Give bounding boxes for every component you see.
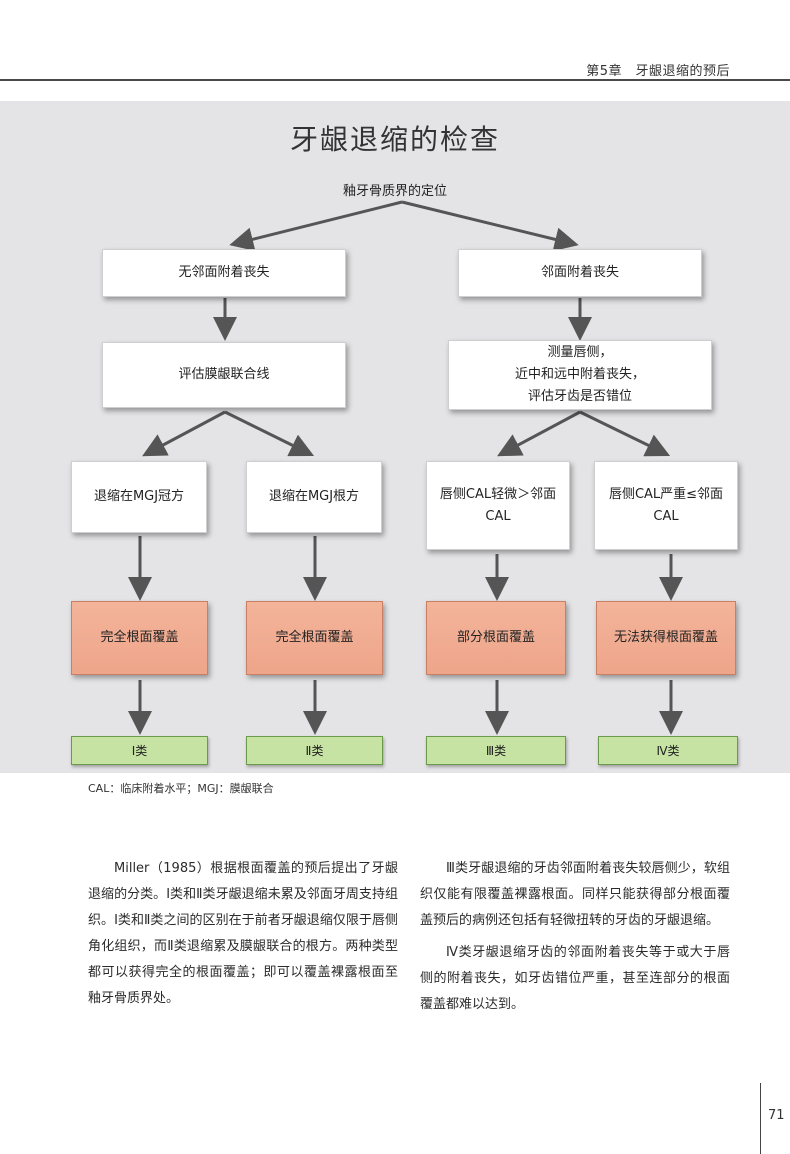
level3-line1: 唇侧CAL轻微＞邻面 bbox=[439, 486, 557, 502]
figure-caption: CAL：临床附着水平；MGJ：膜龈联合 bbox=[88, 782, 274, 795]
box-proximal-loss: 邻面附着丧失 bbox=[458, 249, 702, 297]
outcome-label: 部分根面覆盖 bbox=[456, 630, 535, 645]
box-measure-cal-line1: 测量唇侧， bbox=[547, 345, 613, 360]
box-proximal-loss-label: 邻面附着丧失 bbox=[540, 265, 619, 280]
outcome-box-1: 完全根面覆盖 bbox=[71, 601, 208, 675]
outcome-label: 无法获得根面覆盖 bbox=[613, 630, 718, 645]
class-box-4: Ⅳ类 bbox=[598, 736, 738, 765]
box-cal-severe: 唇侧CAL严重≤邻面 CAL bbox=[594, 461, 738, 550]
class-label: Ⅱ类 bbox=[305, 743, 324, 758]
outcome-box-3: 部分根面覆盖 bbox=[426, 601, 566, 675]
class-box-3: Ⅲ类 bbox=[426, 736, 566, 765]
page-header-rule bbox=[0, 79, 790, 81]
class-box-1: Ⅰ类 bbox=[71, 736, 208, 765]
paragraph: Ⅳ类牙龈退缩牙齿的邻面附着丧失等于或大于唇侧的附着丧失，如牙齿错位严重，甚至连部… bbox=[420, 945, 730, 1012]
class-label: Ⅰ类 bbox=[131, 743, 148, 758]
figure-title: 牙龈退缩的检查 bbox=[289, 123, 500, 156]
paragraph: Ⅲ类牙龈退缩的牙齿邻面附着丧失较唇侧少，软组织仅能有限覆盖裸露根面。同样只能获得… bbox=[420, 861, 730, 928]
level3-line1: 唇侧CAL严重≤邻面 bbox=[608, 486, 724, 502]
level3-line1: 退缩在MGJ冠方 bbox=[93, 489, 185, 504]
box-measure-cal-line2: 近中和远中附着丧失， bbox=[514, 367, 645, 382]
outcome-box-2: 完全根面覆盖 bbox=[246, 601, 383, 675]
page-number-rule bbox=[760, 1083, 761, 1154]
box-recession-apical-mgj: 退缩在MGJ根方 bbox=[246, 461, 382, 533]
level3-line2: CAL bbox=[485, 508, 511, 524]
outcome-label: 完全根面覆盖 bbox=[100, 630, 179, 645]
level3-line1: 退缩在MGJ根方 bbox=[268, 489, 360, 504]
paragraph: Miller（1985）根据根面覆盖的预后提出了牙龈退缩的分类。Ⅰ类和Ⅱ类牙龈退… bbox=[88, 861, 398, 1006]
page-number: 71 bbox=[768, 1108, 785, 1123]
box-measure-cal: 测量唇侧， 近中和远中附着丧失， 评估牙齿是否错位 bbox=[448, 340, 712, 410]
box-no-proximal-loss: 无邻面附着丧失 bbox=[102, 249, 346, 297]
box-assess-mgj-label: 评估膜龈联合线 bbox=[178, 367, 270, 382]
arrow-l2-right-a bbox=[497, 410, 581, 457]
box-assess-mgj: 评估膜龈联合线 bbox=[102, 342, 346, 408]
outcome-label: 完全根面覆盖 bbox=[275, 630, 354, 645]
class-label: Ⅳ类 bbox=[656, 743, 680, 758]
arrow-l2-right-b bbox=[579, 410, 671, 457]
box-recession-coronal-mgj: 退缩在MGJ冠方 bbox=[71, 461, 207, 533]
flow-root-label: 釉牙骨质界的定位 bbox=[342, 184, 447, 199]
arrow-root-right bbox=[401, 200, 579, 252]
arrow-l2-left-b bbox=[224, 410, 315, 457]
arrow-l2-left-a bbox=[142, 410, 226, 457]
level3-line2: CAL bbox=[653, 508, 679, 524]
box-measure-cal-line3: 评估牙齿是否错位 bbox=[527, 389, 632, 404]
arrow-root-left bbox=[229, 200, 403, 252]
outcome-box-4: 无法获得根面覆盖 bbox=[596, 601, 736, 675]
chapter-header: 第5章 牙龈退缩的预后 bbox=[586, 64, 730, 79]
body-left-column: Miller（1985）根据根面覆盖的预后提出了牙龈退缩的分类。Ⅰ类和Ⅱ类牙龈退… bbox=[88, 856, 398, 1012]
class-box-2: Ⅱ类 bbox=[246, 736, 383, 765]
box-no-proximal-loss-label: 无邻面附着丧失 bbox=[178, 265, 270, 280]
body-right-column: Ⅲ类牙龈退缩的牙齿邻面附着丧失较唇侧少，软组织仅能有限覆盖裸露根面。同样只能获得… bbox=[420, 856, 730, 1018]
class-label: Ⅲ类 bbox=[485, 743, 507, 758]
box-cal-mild: 唇侧CAL轻微＞邻面 CAL bbox=[426, 461, 570, 550]
